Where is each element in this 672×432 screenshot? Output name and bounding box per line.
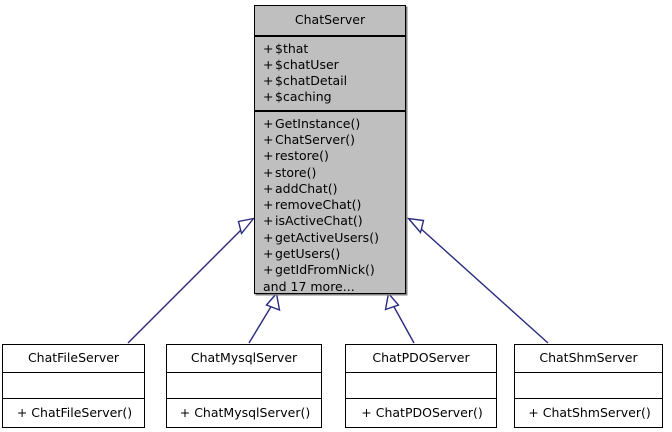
attribute-label: $chatDetail xyxy=(275,73,348,89)
visibility-marker: + xyxy=(361,404,372,420)
edge-chatshmserver-to-chatserver xyxy=(406,217,549,344)
class-attributes-chatpdoserver xyxy=(346,373,496,399)
visibility-marker: + xyxy=(16,404,28,420)
class-attributes-chatfileserver xyxy=(3,373,144,399)
operation-label: removeChat() xyxy=(275,197,362,213)
operation-label: ChatShmServer() xyxy=(542,404,651,420)
class-operations-chatshmserver: + ChatShmServer() xyxy=(515,399,662,428)
attribute-label: $chatUser xyxy=(275,56,339,72)
operation-label: getUsers() xyxy=(275,246,341,262)
class-box-chatshmserver[interactable]: ChatShmServer + ChatShmServer() xyxy=(514,344,663,428)
attribute-row: +$caching xyxy=(263,89,399,105)
operation-row: + ChatFileServer() xyxy=(11,405,138,421)
attribute-row: +$that xyxy=(263,41,399,57)
operation-row: +ChatServer() xyxy=(263,132,399,148)
operation-label: getIdFromNick() xyxy=(275,262,375,278)
operation-row: +getUsers() xyxy=(263,246,399,262)
visibility-marker: + xyxy=(263,213,274,229)
class-attributes-chatshmserver xyxy=(515,373,662,399)
visibility-marker: + xyxy=(263,56,274,72)
class-title-chatmysqlserver: ChatMysqlServer xyxy=(167,345,321,373)
operation-label: ChatServer() xyxy=(275,131,355,147)
operation-label: getActiveUsers() xyxy=(275,229,379,245)
visibility-marker: + xyxy=(263,73,274,89)
class-box-chatmysqlserver[interactable]: ChatMysqlServer + ChatMysqlServer() xyxy=(166,344,322,428)
operation-row: +addChat() xyxy=(263,181,399,197)
visibility-marker: + xyxy=(263,229,274,245)
class-box-chatfileserver[interactable]: ChatFileServer + ChatFileServer() xyxy=(2,344,145,428)
class-attributes-chatmysqlserver xyxy=(167,373,321,399)
operation-label: ChatPDOServer() xyxy=(375,404,483,420)
visibility-marker: + xyxy=(263,115,274,131)
edge-chatpdoserver-to-chatserver xyxy=(384,291,415,344)
visibility-marker: + xyxy=(179,404,191,420)
class-box-chatserver[interactable]: ChatServer +$that +$chatUser +$chatDetai… xyxy=(254,5,406,294)
operation-label: GetInstance() xyxy=(275,115,361,131)
visibility-marker: + xyxy=(263,246,274,262)
class-title-chatshmserver: ChatShmServer xyxy=(515,345,662,373)
class-title-chatfileserver: ChatFileServer xyxy=(3,345,144,373)
visibility-marker: + xyxy=(263,40,274,56)
operation-row: +restore() xyxy=(263,148,399,164)
operation-row: + ChatShmServer() xyxy=(523,405,656,421)
attribute-row: +$chatDetail xyxy=(263,73,399,89)
class-operations-chatserver: +GetInstance() +ChatServer() +restore() … xyxy=(255,112,405,299)
visibility-marker: + xyxy=(263,197,274,213)
operation-row: +isActiveChat() xyxy=(263,213,399,229)
operation-row: +store() xyxy=(263,165,399,181)
class-attributes-chatserver: +$that +$chatUser +$chatDetail +$caching xyxy=(255,37,405,112)
attribute-row: +$chatUser xyxy=(263,57,399,73)
operation-label: store() xyxy=(275,164,317,180)
operation-row: +removeChat() xyxy=(263,197,399,213)
operation-label: restore() xyxy=(275,148,329,164)
class-operations-chatpdoserver: + ChatPDOServer() xyxy=(346,399,496,428)
attribute-label: $that xyxy=(275,40,309,56)
visibility-marker: + xyxy=(528,404,539,420)
class-box-chatpdoserver[interactable]: ChatPDOServer + ChatPDOServer() xyxy=(345,344,497,428)
attribute-label: $caching xyxy=(275,89,332,105)
operation-row: +GetInstance() xyxy=(263,116,399,132)
visibility-marker: + xyxy=(263,131,274,147)
operation-row: +getActiveUsers() xyxy=(263,230,399,246)
operation-label: ChatFileServer() xyxy=(31,404,133,420)
operation-label: isActiveChat() xyxy=(275,213,363,229)
visibility-marker: + xyxy=(263,164,274,180)
visibility-marker: + xyxy=(263,262,274,278)
visibility-marker: + xyxy=(263,89,274,105)
class-operations-chatmysqlserver: + ChatMysqlServer() xyxy=(167,399,321,428)
operation-row: + ChatPDOServer() xyxy=(354,405,490,421)
operations-more-label[interactable]: and 17 more... xyxy=(263,278,355,294)
edge-chatfileserver-to-chatserver xyxy=(127,217,256,344)
visibility-marker: + xyxy=(263,180,274,196)
operation-row: + ChatMysqlServer() xyxy=(175,405,315,421)
visibility-marker: + xyxy=(263,148,274,164)
edge-chatmysqlserver-to-chatserver xyxy=(248,291,281,344)
operation-row: +getIdFromNick() xyxy=(263,262,399,278)
operation-label: addChat() xyxy=(275,180,338,196)
class-title-chatpdoserver: ChatPDOServer xyxy=(346,345,496,373)
operation-label: ChatMysqlServer() xyxy=(194,404,311,420)
class-title-chatserver: ChatServer xyxy=(255,6,405,37)
class-operations-chatfileserver: + ChatFileServer() xyxy=(3,399,144,428)
